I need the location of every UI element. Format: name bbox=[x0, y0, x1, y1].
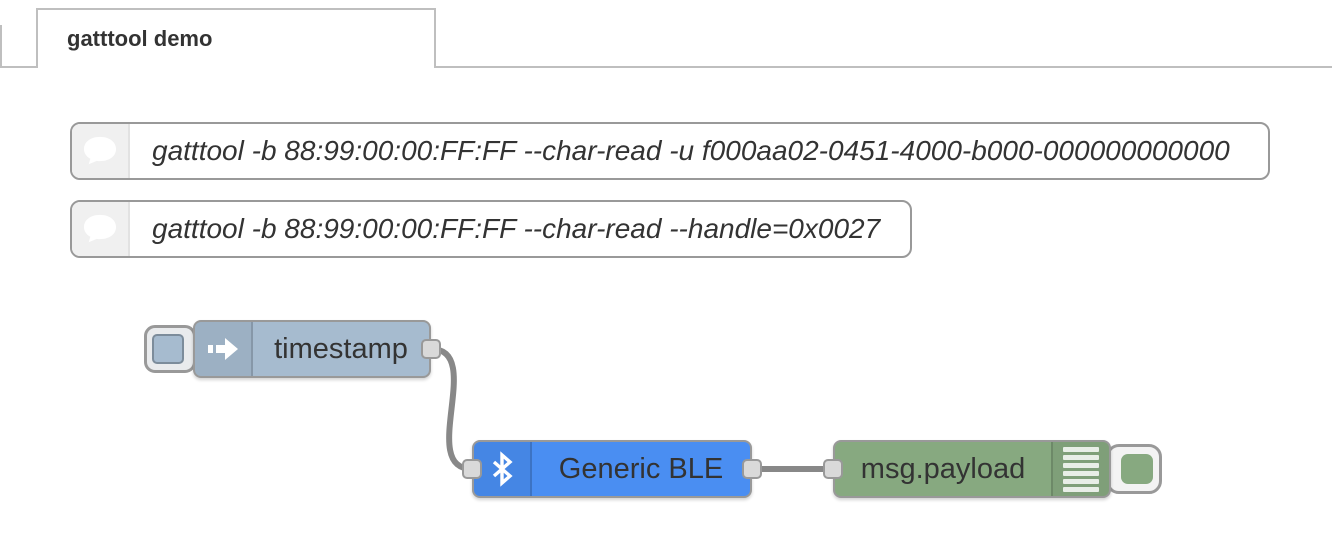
comment-bubble-icon bbox=[83, 136, 117, 165]
comment-bubble-icon bbox=[83, 214, 117, 243]
comment-text: gatttool -b 88:99:00:00:FF:FF --char-rea… bbox=[152, 213, 881, 244]
inject-arrow-icon bbox=[208, 338, 238, 360]
debug-lines-icon bbox=[1063, 446, 1099, 492]
port-inject-output[interactable] bbox=[421, 339, 441, 359]
port-debug-input[interactable] bbox=[823, 459, 843, 479]
comment-node-handle[interactable]: gatttool -b 88:99:00:00:FF:FF --char-rea… bbox=[70, 200, 912, 258]
comment-icon-region bbox=[72, 124, 130, 178]
bluetooth-icon bbox=[492, 451, 513, 487]
port-ble-output[interactable] bbox=[742, 459, 762, 479]
inject-icon-region bbox=[195, 322, 253, 376]
debug-icon-region bbox=[1051, 442, 1109, 496]
ble-icon-region bbox=[474, 442, 532, 496]
node-inject-timestamp[interactable]: timestamp bbox=[193, 320, 431, 378]
node-label: msg.payload bbox=[860, 452, 1026, 485]
debug-toggle-button[interactable] bbox=[1106, 444, 1162, 494]
comment-node-uuid[interactable]: gatttool -b 88:99:00:00:FF:FF --char-rea… bbox=[70, 122, 1270, 180]
inject-trigger-button-face bbox=[152, 334, 184, 364]
tab-label: gatttool demo bbox=[67, 26, 213, 51]
port-ble-input[interactable] bbox=[462, 459, 482, 479]
debug-toggle-button-face bbox=[1120, 454, 1153, 484]
node-debug-msg-payload[interactable]: msg.payload bbox=[833, 440, 1111, 498]
tabbar-bottom-border bbox=[0, 66, 1332, 68]
comment-icon-region bbox=[72, 202, 130, 256]
comment-text: gatttool -b 88:99:00:00:FF:FF --char-rea… bbox=[152, 135, 1230, 166]
tabbar-left-edge bbox=[0, 25, 2, 66]
tab-gatttool-demo[interactable]: gatttool demo bbox=[36, 8, 436, 68]
node-generic-ble[interactable]: Generic BLE bbox=[472, 440, 752, 498]
wire-inject-to-ble[interactable] bbox=[430, 346, 473, 472]
node-label: timestamp bbox=[274, 332, 408, 365]
inject-trigger-button[interactable] bbox=[144, 325, 196, 373]
node-label: Generic BLE bbox=[558, 452, 724, 485]
